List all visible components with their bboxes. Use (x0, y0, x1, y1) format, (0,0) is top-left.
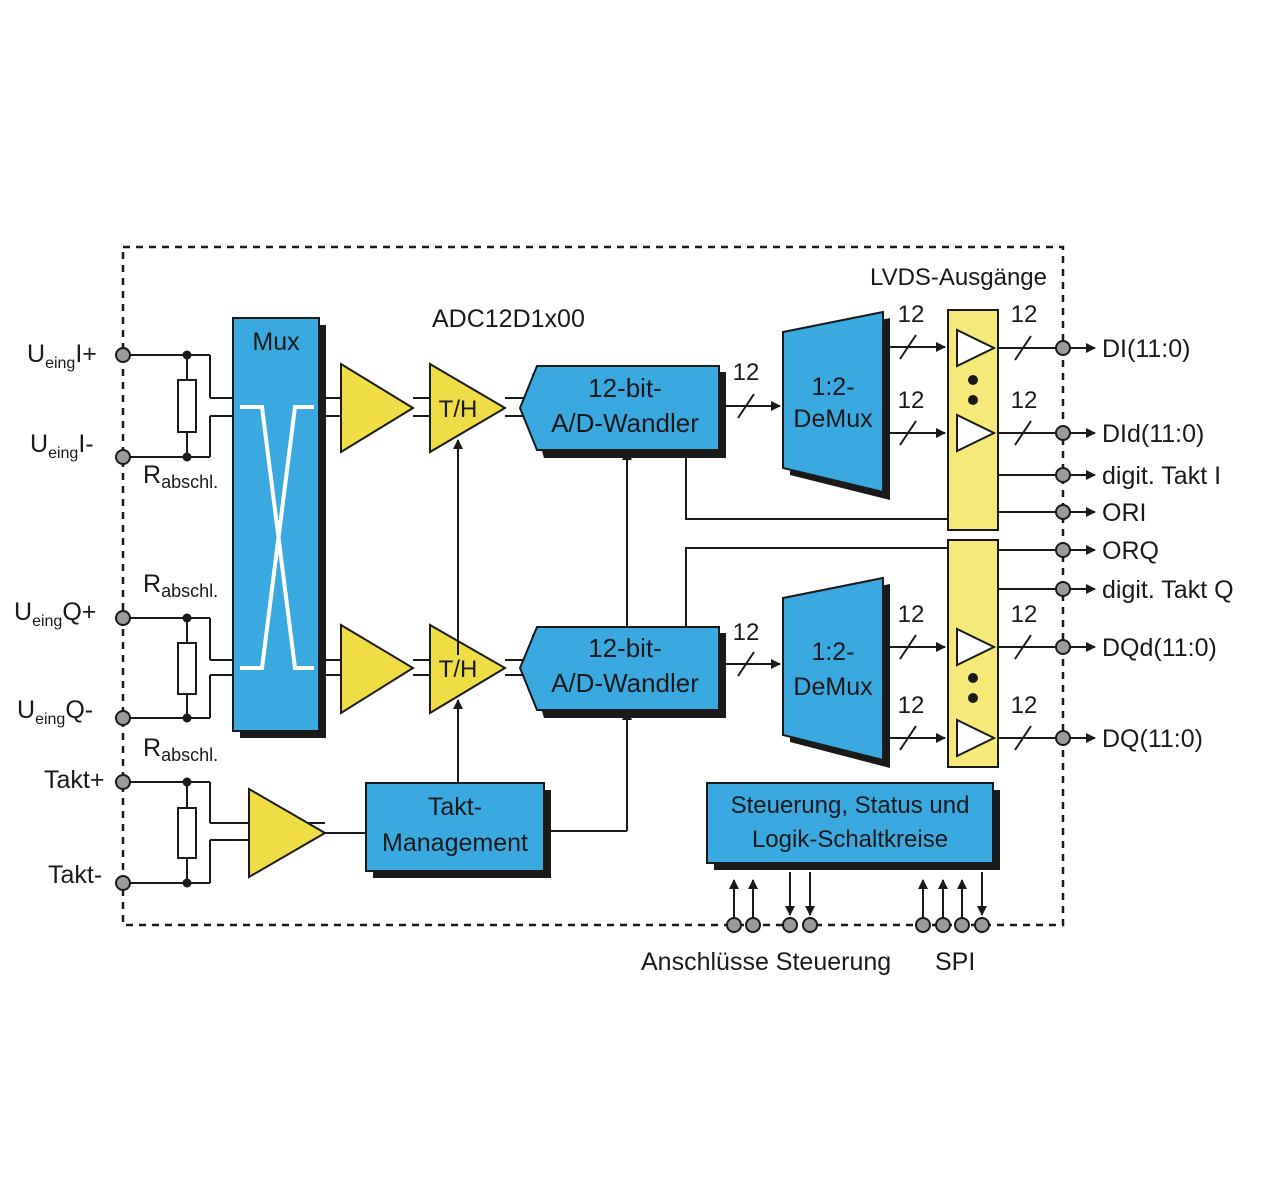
track-hold-i: T/H (429, 362, 507, 454)
bus-width-adc-i: 12 (733, 359, 760, 386)
adc-label-i-line1: 12-bit- (588, 373, 662, 403)
resistor-label-i: Rabschl. (143, 461, 218, 492)
label-takt-minus: Takt- (48, 861, 102, 889)
mux-label: Mux (252, 328, 300, 356)
label-dq: DQ(11:0) (1102, 725, 1203, 753)
adc-demux-buses (719, 393, 781, 677)
bus-width-out-dq: 12 (1011, 692, 1038, 719)
pin-ueing-q-minus (115, 710, 131, 726)
termination-resistor-i (177, 379, 197, 433)
amplifier-takt (248, 787, 327, 879)
label-ueing-q-plus: UeingQ+ (14, 598, 96, 630)
pin-ueing-i-minus (115, 449, 131, 465)
clock-wires (325, 439, 632, 834)
label-digit-takt-q: digit. Takt Q (1102, 576, 1234, 604)
label-ueing-i-minus: UeingI- (30, 430, 94, 462)
mux-block: Mux (232, 317, 326, 738)
termination-resistor-q (177, 642, 197, 695)
resistor-label-q: Rabschl. (143, 570, 218, 601)
takt-mgmt-line1: Takt- (428, 793, 482, 821)
bus-width-demux-q-2: 12 (898, 692, 925, 719)
bus-width-out-dqd: 12 (1011, 601, 1038, 628)
demux-label-i-line1: 1:2- (811, 373, 854, 401)
label-did: DId(11:0) (1102, 420, 1204, 448)
amplifier-q (340, 623, 415, 715)
label-spi: SPI (935, 948, 975, 976)
demux-label-q-line2: DeMux (793, 673, 873, 701)
th-label-q: T/H (439, 656, 478, 683)
control-pins (726, 917, 990, 933)
bus-width-demux-i-1: 12 (898, 301, 925, 328)
label-takt-plus: Takt+ (44, 766, 104, 794)
chip-name: ADC12D1x00 (432, 305, 585, 333)
resistor-label-takt: Rabschl. (143, 734, 218, 765)
th-label-i: T/H (439, 396, 478, 423)
junction-dots (182, 350, 192, 888)
adc-label-q-line2: A/D-Wandler (551, 668, 699, 698)
control-pin-wires (729, 872, 987, 925)
adc-block-i: 12-bit- A/D-Wandler (518, 365, 726, 458)
label-di: DI(11:0) (1102, 335, 1190, 363)
demux-block-i: 1:2- DeMux (782, 310, 890, 500)
amplifier-i (340, 362, 415, 454)
track-hold-q: T/H (429, 623, 507, 715)
demux-lvds-buses (883, 334, 946, 751)
takt-mgmt-line2: Management (382, 829, 528, 857)
bus-width-adc-q: 12 (733, 619, 760, 646)
bus-width-out-di: 12 (1011, 301, 1038, 328)
demux-label-i-line2: DeMux (793, 405, 873, 433)
pin-takt-plus (115, 774, 131, 790)
output-pins (1055, 340, 1071, 746)
adc-block-q: 12-bit- A/D-Wandler (518, 626, 726, 718)
lvds-block-i (947, 309, 999, 531)
bus-width-demux-i-2: 12 (898, 387, 925, 414)
lvds-block-q (947, 539, 999, 768)
pin-takt-minus (115, 875, 131, 891)
lvds-title: LVDS-Ausgänge (870, 264, 1047, 291)
label-dqd: DQd(11:0) (1102, 634, 1217, 662)
label-ori: ORI (1102, 499, 1146, 527)
adc-label-q-line1: 12-bit- (588, 633, 662, 663)
bus-width-demux-q-1: 12 (898, 601, 925, 628)
label-orq: ORQ (1102, 537, 1159, 565)
pin-ueing-q-plus (115, 610, 131, 626)
adc-label-i-line2: A/D-Wandler (551, 408, 699, 438)
label-digit-takt-i: digit. Takt I (1102, 462, 1221, 490)
control-label-line2: Logik-Schaltkreise (752, 826, 948, 853)
control-logic-block: Steuerung, Status und Logik-Schaltkreise (706, 782, 1000, 870)
control-label-line1: Steuerung, Status und (731, 792, 970, 819)
demux-label-q-line1: 1:2- (811, 638, 854, 666)
bus-width-out-did: 12 (1011, 387, 1038, 414)
output-wires (685, 335, 1096, 751)
takt-management-block: Takt- Management (365, 782, 551, 878)
label-control-pins: Anschlüsse Steuerung (641, 948, 891, 976)
termination-resistor-takt (177, 807, 197, 859)
demux-block-q: 1:2- DeMux (782, 576, 890, 768)
label-ueing-i-plus: UeingI+ (27, 340, 97, 372)
pin-ueing-i-plus (115, 347, 131, 363)
label-ueing-q-minus: UeingQ- (17, 696, 93, 728)
